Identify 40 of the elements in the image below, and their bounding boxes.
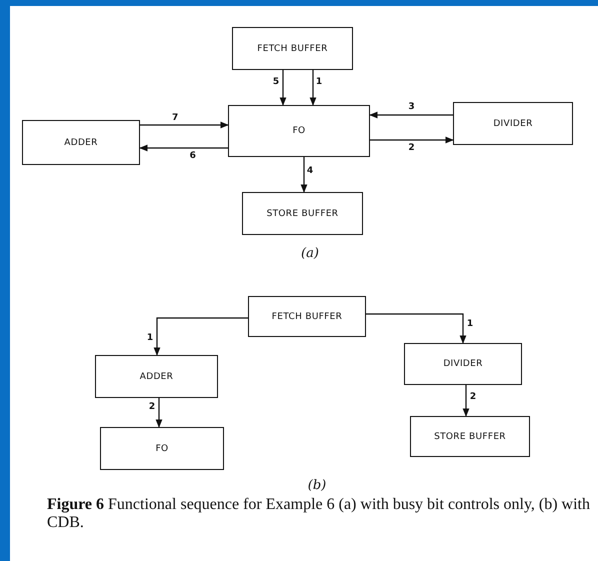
arrow (370, 136, 454, 144)
figure-caption: Figure 6 Functional sequence for Example 6 (a) with busy bit controls only, (b) with CDB. (47, 496, 591, 532)
process-box (242, 192, 363, 235)
edge-label: 6 (188, 151, 197, 161)
subfigure-label: (b) (308, 478, 326, 493)
box-label: STORE BUFFER (266, 208, 338, 218)
process-box (404, 343, 522, 385)
process-box (100, 427, 224, 470)
box-label: STORE BUFFER (434, 432, 506, 442)
edge-label: 5 (272, 77, 280, 88)
process-box (232, 27, 353, 70)
arrow (154, 317, 248, 356)
process-box (453, 102, 573, 145)
box-label: FETCH BUFFER (257, 44, 328, 54)
box-label: ADDER (64, 138, 98, 148)
arrow (280, 70, 286, 106)
process-box (248, 296, 366, 337)
process-box (410, 416, 530, 457)
edge-label: 1 (146, 333, 154, 343)
arrow (156, 398, 162, 428)
arrow (300, 157, 308, 193)
process-box (22, 120, 140, 165)
arrow (139, 144, 228, 152)
box-label: FO (156, 444, 168, 454)
process-box (228, 105, 370, 157)
box-label: FO (292, 126, 306, 136)
edge-label: 4 (306, 166, 314, 176)
arrow (310, 70, 316, 106)
edge-label: 1 (466, 319, 474, 329)
arrow (369, 112, 453, 118)
box-label: ADDER (140, 372, 174, 382)
arrow (140, 122, 229, 128)
arrow (366, 313, 466, 344)
edge-label: 7 (171, 113, 180, 123)
process-box (95, 355, 218, 398)
box-label: DIVIDER (443, 359, 483, 369)
arrow (462, 385, 470, 417)
box-label: FETCH BUFFER (272, 312, 342, 322)
box-label: DIVIDER (493, 118, 533, 128)
subfigure-label: (a) (301, 246, 319, 261)
